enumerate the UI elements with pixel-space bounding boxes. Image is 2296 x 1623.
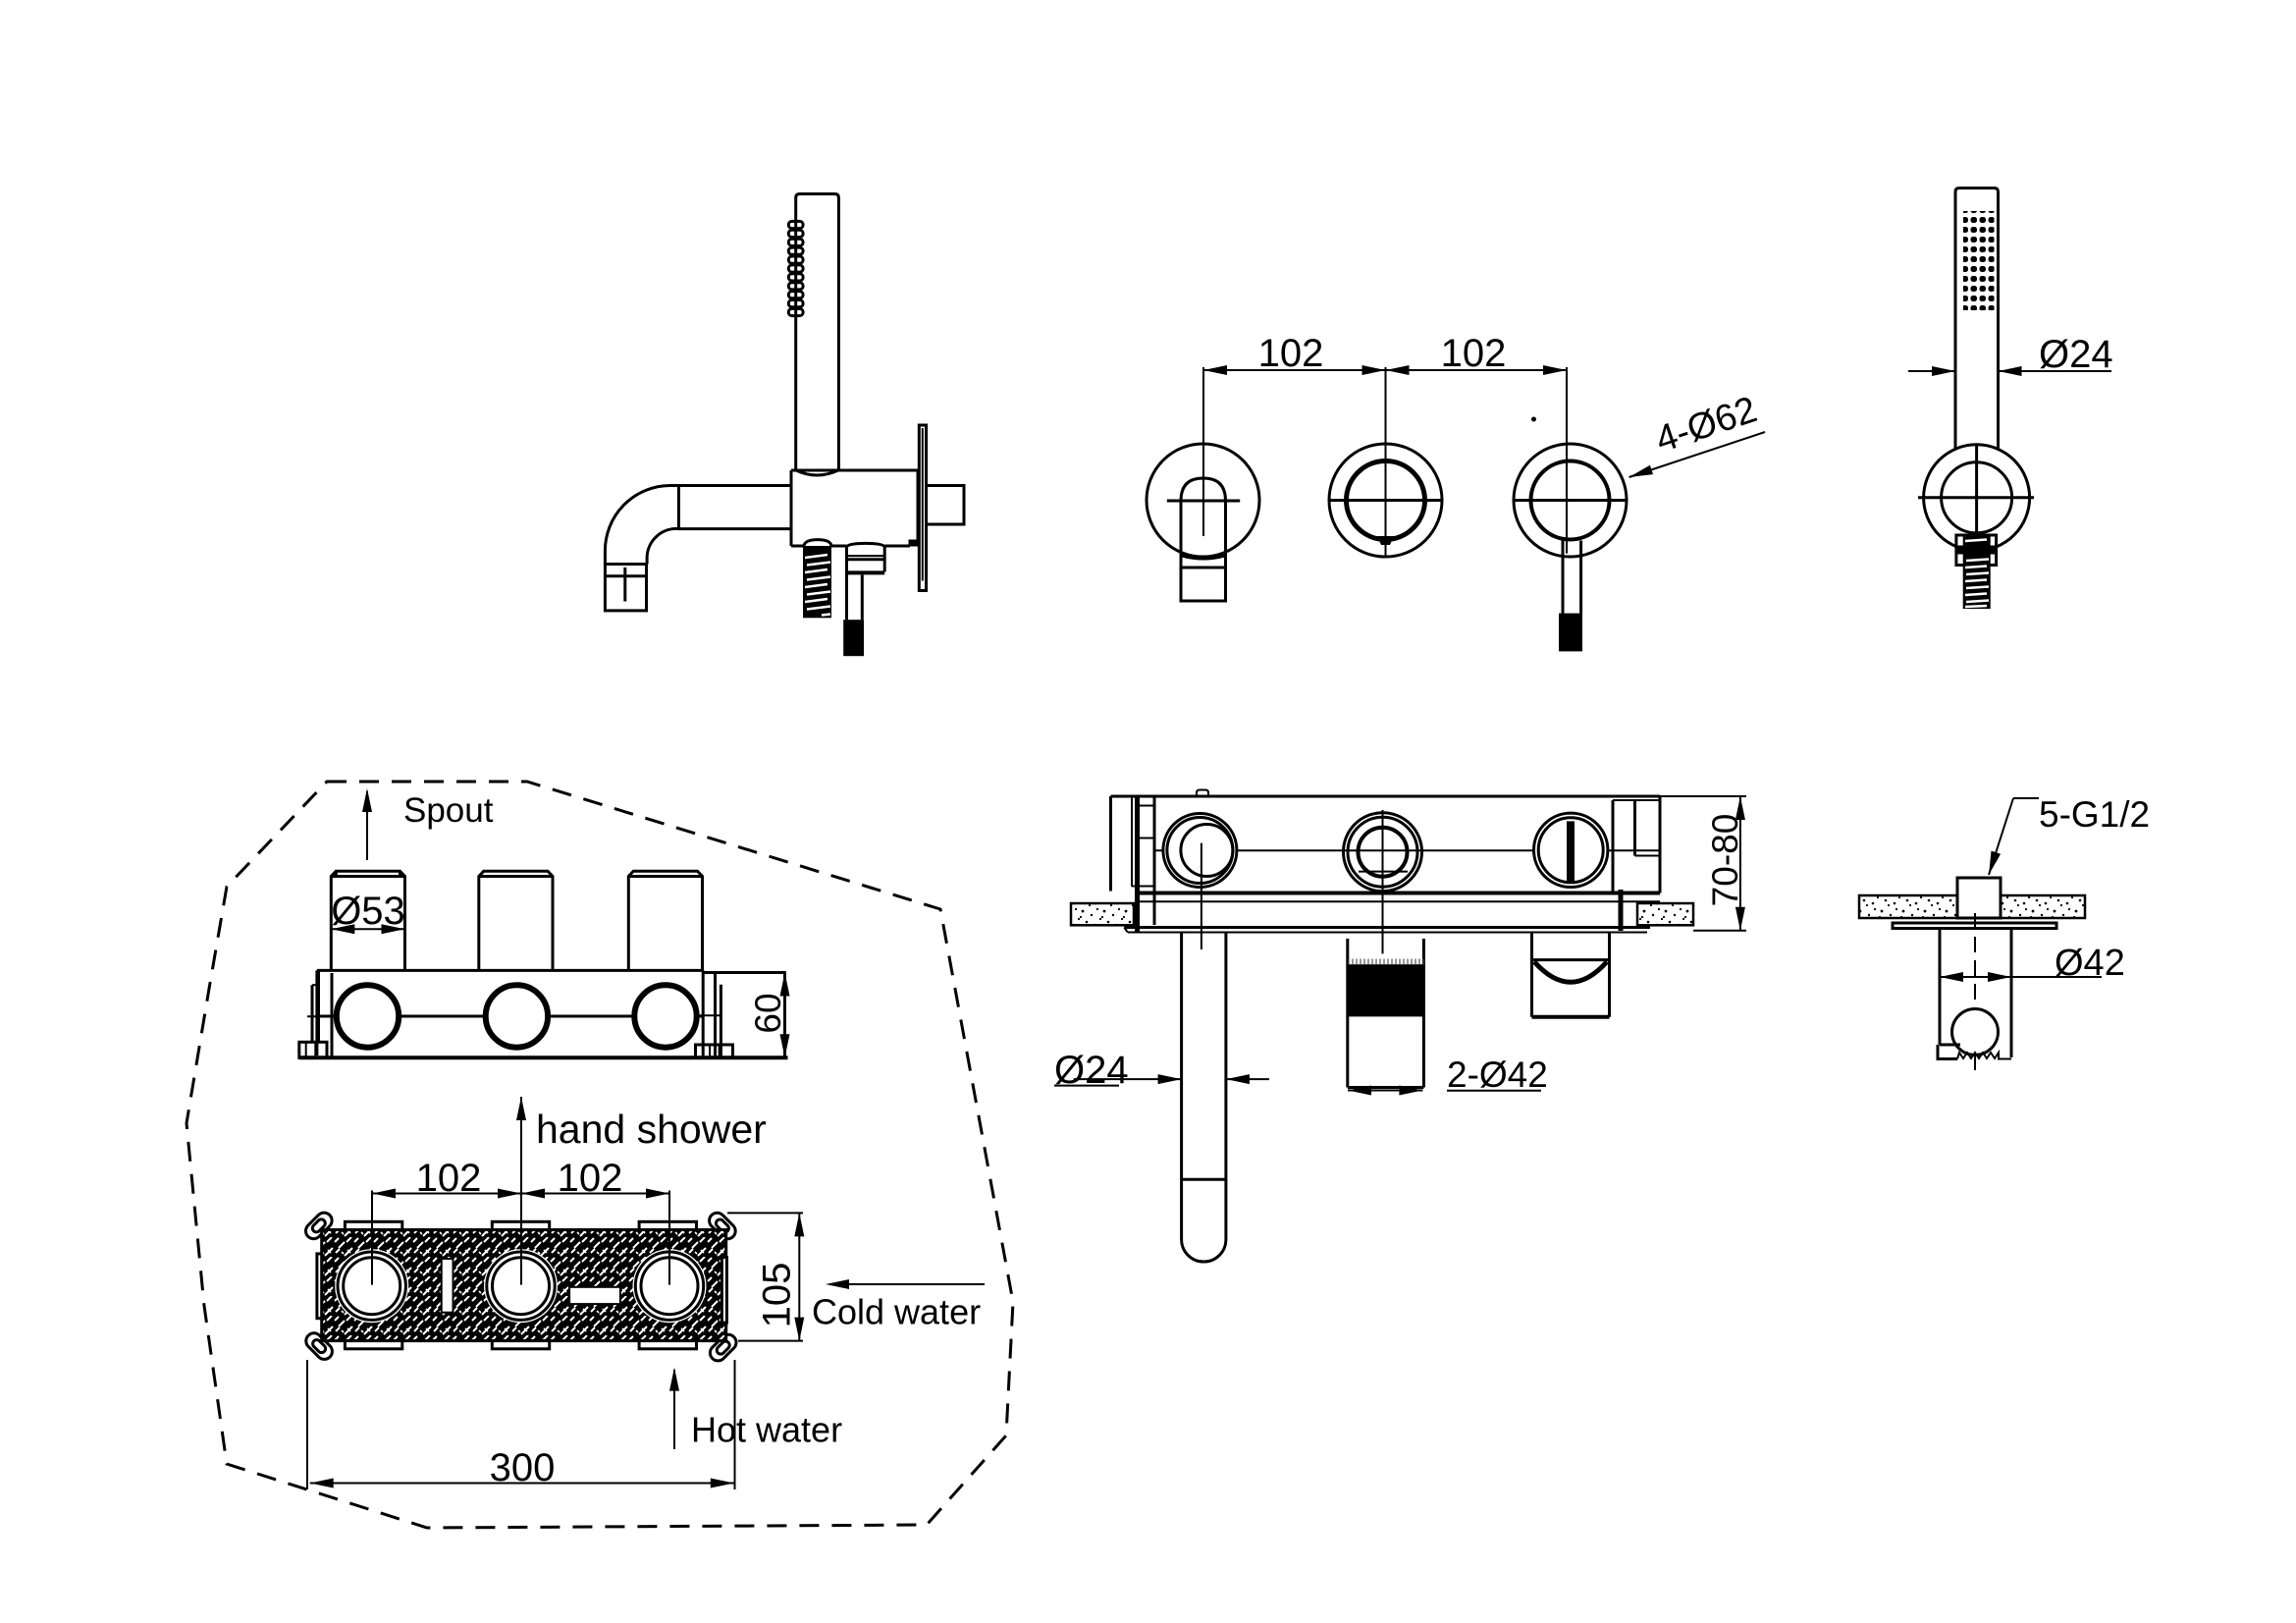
svg-text:Ø53: Ø53 — [331, 890, 405, 933]
svg-text:300: 300 — [490, 1446, 556, 1489]
svg-text:60: 60 — [748, 993, 788, 1033]
svg-text:2-Ø42: 2-Ø42 — [1447, 1055, 1548, 1095]
svg-text:Hot water: Hot water — [691, 1410, 842, 1450]
svg-text:105: 105 — [756, 1263, 799, 1328]
svg-text:Spout: Spout — [403, 791, 494, 830]
svg-text:5-G1/2: 5-G1/2 — [2039, 794, 2150, 835]
svg-text:Ø24: Ø24 — [2039, 333, 2113, 376]
svg-text:102: 102 — [558, 1157, 623, 1200]
svg-text:Ø42: Ø42 — [2055, 943, 2125, 984]
svg-text:70-80: 70-80 — [1705, 814, 1745, 907]
svg-text:102: 102 — [416, 1157, 482, 1200]
svg-text:hand shower: hand shower — [536, 1107, 767, 1152]
svg-text:102: 102 — [1258, 332, 1324, 375]
svg-text:102: 102 — [1441, 332, 1507, 375]
svg-text:Cold water: Cold water — [812, 1292, 981, 1332]
